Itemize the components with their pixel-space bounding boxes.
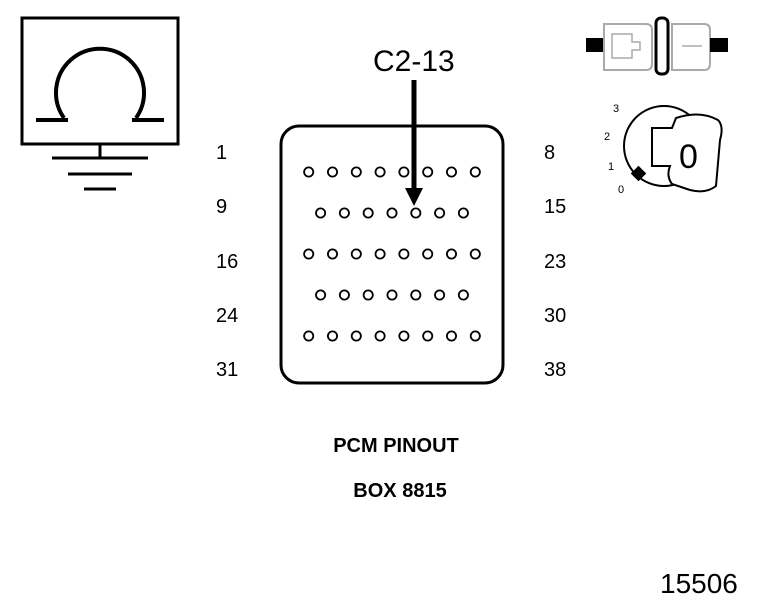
pin-hole [434, 207, 446, 219]
pin-hole [374, 248, 386, 260]
row-label-right: 8 [544, 142, 555, 164]
pin-hole [350, 248, 362, 260]
row-label-left: 31 [216, 359, 238, 381]
figure-number: 15506 [660, 568, 738, 599]
pin-hole [326, 166, 338, 178]
pin-hole [457, 207, 469, 219]
pin-arrow-head [405, 188, 423, 206]
pin-hole [362, 289, 374, 301]
key-position-0: 0 [618, 184, 624, 196]
row-label-left: 1 [216, 142, 227, 164]
pin-hole [326, 330, 338, 342]
pin-hole [398, 166, 410, 178]
connector-body [279, 124, 505, 385]
pin-hole [469, 248, 481, 260]
pin-hole [338, 289, 350, 301]
pin-hole [374, 166, 386, 178]
pin-hole [338, 207, 350, 219]
pin-hole [315, 289, 327, 301]
pin-hole [422, 166, 434, 178]
pin-hole [410, 289, 422, 301]
connector-pin-label: C2-13 [373, 45, 455, 78]
pin-hole [445, 166, 457, 178]
pin-hole [469, 330, 481, 342]
key-current-position: 0 [679, 138, 698, 176]
row-label-left: 9 [216, 196, 227, 218]
key-position-2: 2 [604, 131, 610, 143]
connector-icon [586, 16, 728, 76]
row-label-left: 24 [216, 305, 238, 327]
pin-hole [386, 289, 398, 301]
row-label-right: 30 [544, 305, 566, 327]
ignition-key-icon: 3 2 1 0 0 [604, 103, 723, 196]
pin-hole [445, 248, 457, 260]
pin-hole [445, 330, 457, 342]
pin-hole [303, 166, 315, 178]
pin-hole [469, 166, 481, 178]
key-position-1: 1 [608, 161, 614, 173]
pin-hole [374, 330, 386, 342]
ohmmeter-ground-icon [20, 16, 180, 191]
pin-hole [422, 248, 434, 260]
pin-hole [457, 289, 469, 301]
caption-title: PCM PINOUT [333, 435, 459, 457]
key-position-3: 3 [613, 103, 619, 115]
row-label-right: 15 [544, 196, 566, 218]
pin-hole [315, 207, 327, 219]
row-label-right: 23 [544, 251, 566, 273]
pin-grid [303, 166, 481, 342]
pin-hole [350, 166, 362, 178]
row-label-left: 16 [216, 251, 238, 273]
caption-subtitle: BOX 8815 [353, 480, 446, 502]
pin-hole [422, 330, 434, 342]
pin-hole [303, 330, 315, 342]
row-label-right: 38 [544, 359, 566, 381]
pin-hole [362, 207, 374, 219]
pin-hole [303, 248, 315, 260]
pin-hole [398, 330, 410, 342]
pin-hole [410, 207, 422, 219]
pin-hole [386, 207, 398, 219]
pin-hole [350, 330, 362, 342]
pin-hole [434, 289, 446, 301]
pin-hole [326, 248, 338, 260]
pin-hole [398, 248, 410, 260]
